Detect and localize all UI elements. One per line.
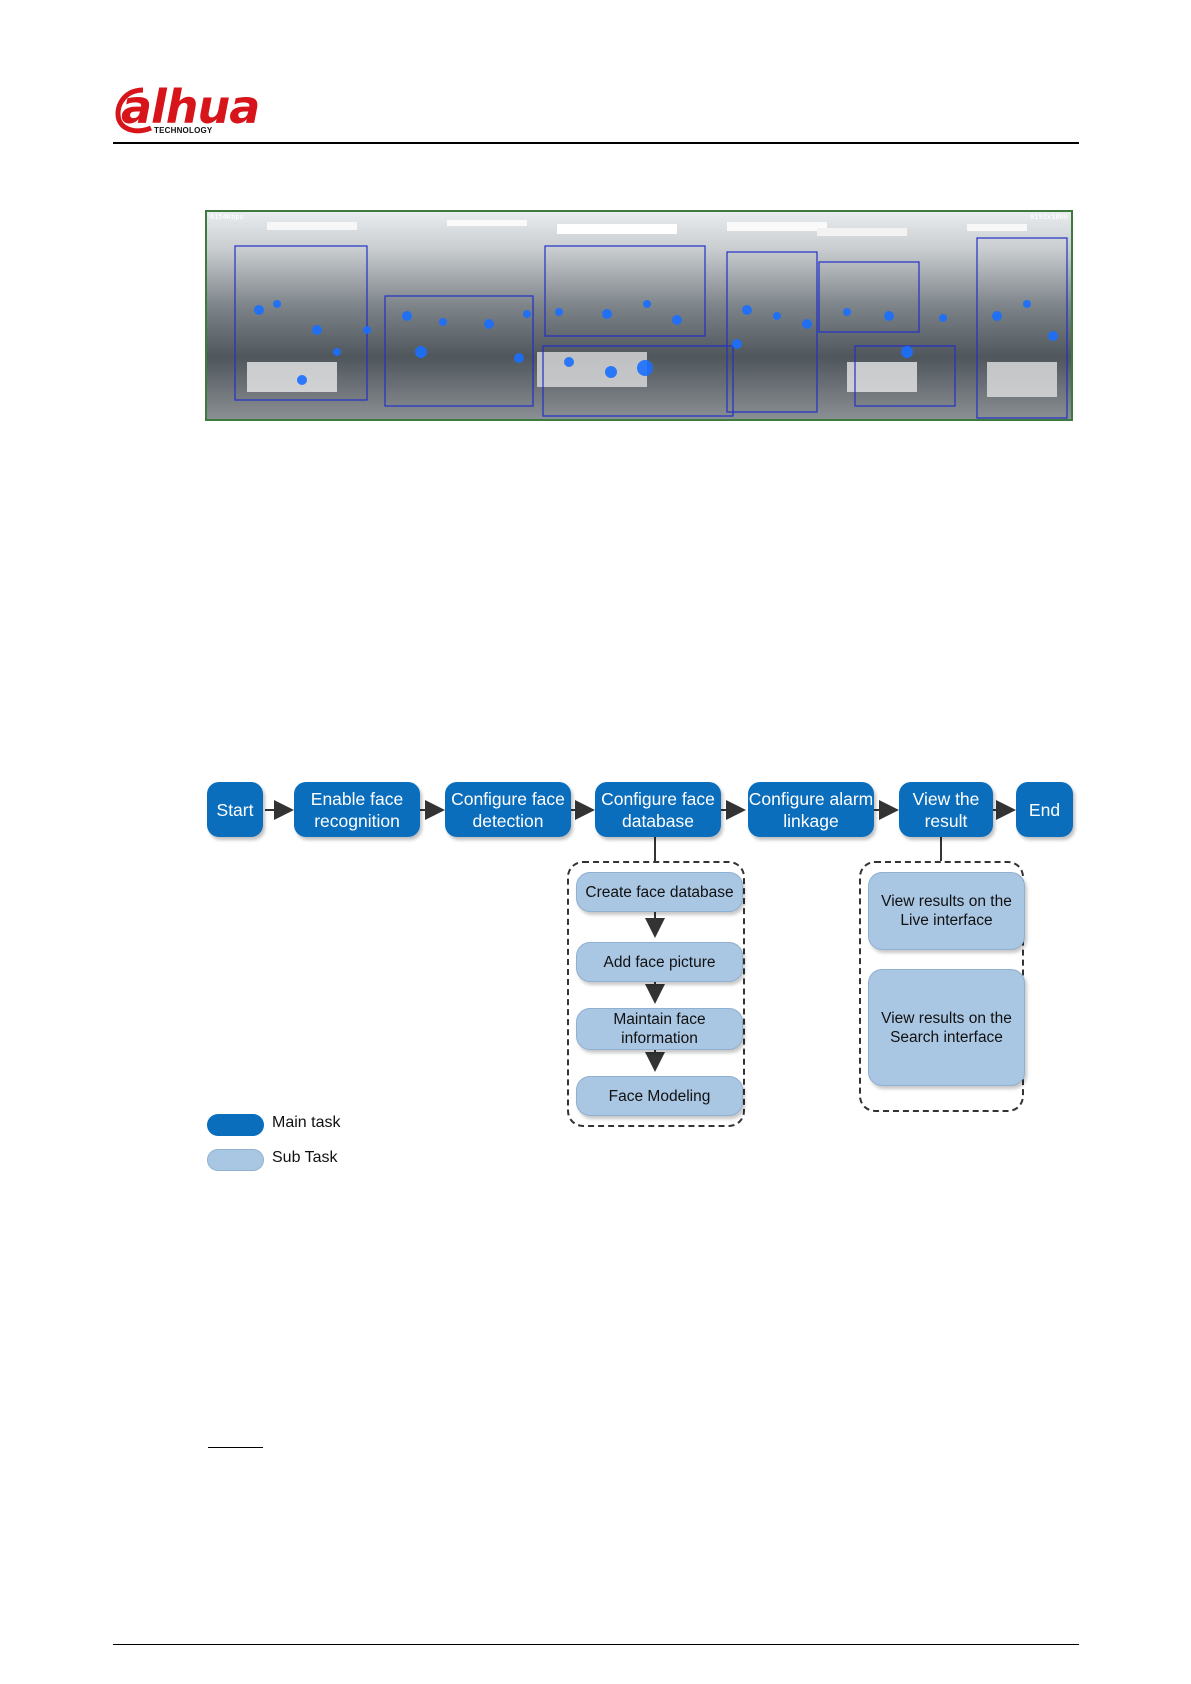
brand-subtitle: TECHNOLOGY: [154, 126, 213, 135]
main-task-enable-face-recognition: Enable face recognition: [294, 782, 420, 837]
face-recognition-flowchart: Start Enable face recognition Configure …: [205, 780, 1080, 1180]
main-task-configure-face-database: Configure face database: [595, 782, 721, 837]
main-task-view-the-result: View the result: [899, 782, 993, 837]
logo-swoosh-icon: [115, 87, 152, 134]
subtask-maintain-face-information: Maintain face information: [576, 1008, 743, 1050]
subtask-face-modeling: Face Modeling: [576, 1076, 743, 1116]
main-task-configure-face-detection: Configure face detection: [445, 782, 571, 837]
panoramic-camera-image: 6154Kbps 8192x1800: [205, 210, 1073, 421]
legend-main-task-swatch: [207, 1114, 264, 1136]
main-task-start: Start: [207, 782, 263, 837]
header-rule: [113, 142, 1079, 144]
camera-bitrate: 6154Kbps: [210, 213, 244, 221]
footer-rule: [113, 1644, 1079, 1645]
legend-sub-task-swatch: [207, 1149, 264, 1171]
brand-logo: alhua TECHNOLOGY: [113, 80, 273, 136]
subtask-view-results-search: View results on the Search interface: [868, 969, 1025, 1086]
camera-scene: [234, 220, 1068, 419]
camera-resolution: 8192x1800: [1030, 213, 1068, 221]
flowchart-connectors: [265, 800, 1016, 1072]
subtask-create-face-database: Create face database: [576, 872, 743, 912]
database-subtask-group: [567, 861, 745, 1127]
brand-wordmark: alhua: [121, 80, 260, 134]
subtask-add-face-picture: Add face picture: [576, 942, 743, 982]
note-rule: [208, 1447, 263, 1448]
subtask-view-results-live: View results on the Live interface: [868, 872, 1025, 950]
main-task-configure-alarm-linkage: Configure alarm linkage: [748, 782, 874, 837]
brand-wordmark-text: alhua: [121, 80, 260, 134]
main-task-end: End: [1016, 782, 1073, 837]
legend-sub-task-label: Sub Task: [272, 1149, 338, 1166]
legend-main-task-label: Main task: [272, 1114, 341, 1131]
